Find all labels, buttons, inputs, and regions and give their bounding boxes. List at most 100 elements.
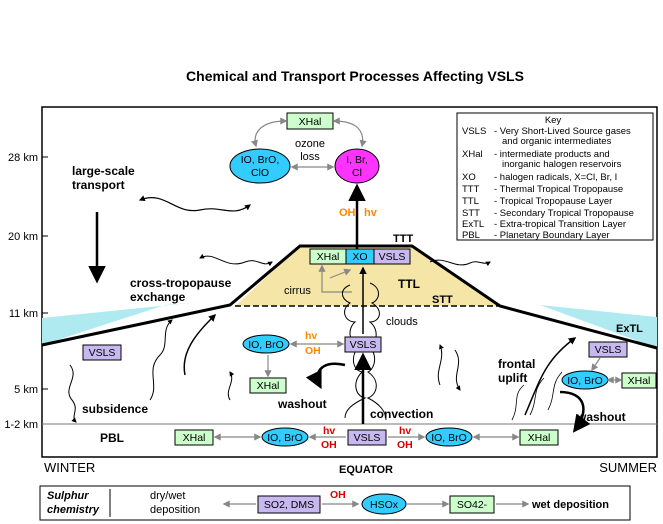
i-br-cl-ellipse (334, 148, 380, 184)
summer-label: SUMMER (599, 460, 657, 475)
xhal-label: XHal (317, 251, 340, 263)
io-bro-label: IO, BrO (267, 432, 303, 444)
key-abbr: TTL (462, 196, 479, 207)
extl-right (540, 305, 657, 348)
diagram-title: Chemical and Transport Processes Affecti… (186, 68, 524, 84)
ttl-cycle-arrow-2 (329, 268, 352, 279)
washout-label-center: washout (277, 397, 327, 411)
key-box (456, 112, 654, 241)
exchange-arrow-right (429, 259, 491, 267)
oh-label-pbl-left: OH (321, 439, 337, 451)
key-desc: - Very Short-Lived Source gases (494, 126, 631, 137)
key-desc: - halogen radicals, X=Cl, Br, I (494, 172, 617, 183)
so2-dms-box (257, 495, 321, 514)
wet-deposition-label: wet deposition (531, 499, 609, 511)
exchange-label: exchange (130, 290, 186, 304)
cross-tropopause-label: cross-tropopause (130, 276, 232, 290)
right-down-wavy-arrow (454, 349, 461, 391)
chemistry-title: chemistry (47, 504, 100, 516)
cirrus-label: cirrus (284, 285, 311, 297)
altitude-label: 20 km (8, 231, 38, 243)
key-abbr: VSLS (462, 126, 486, 137)
hv-label-pbl-right: hv (399, 425, 411, 437)
transport-label: transport (72, 178, 125, 192)
so4-label: SO42- (457, 499, 488, 511)
dry-wet-label: dry/wet (150, 490, 185, 502)
subsidence-label: subsidence (82, 402, 148, 416)
key-desc: - Secondary Tropical Tropopause (494, 208, 634, 219)
altitude-label: 11 km (9, 308, 38, 320)
large-scale-label: large-scale (72, 164, 135, 178)
clo-label: ClO (251, 167, 269, 179)
sulphur-title: Sulphur (47, 490, 89, 502)
vsls-box-right (588, 341, 628, 358)
io-bro-label: IO, BrO (248, 339, 284, 351)
xo-label: XO (352, 251, 367, 263)
vsls-label: VSLS (354, 432, 381, 444)
xhal-box-pbl-right (519, 429, 559, 446)
ozone-label: ozone (295, 138, 325, 150)
vsls-box-ttl (373, 248, 411, 265)
key-desc: - Tropical Tropopause Layer (494, 196, 612, 207)
convection-label: convection (370, 407, 433, 421)
vsls-label: VSLS (89, 347, 116, 359)
vsls-label: VSLS (379, 251, 406, 263)
pbl-label: PBL (100, 431, 124, 445)
subsidence-arrow (68, 364, 77, 423)
key-abbr: STT (462, 208, 480, 219)
sulphur-oh-label: OH (330, 489, 346, 501)
washout-arrow-center (305, 362, 346, 390)
hso-ellipse (361, 493, 407, 515)
key-desc: inorganic halogen reservoirs (502, 159, 622, 170)
oh-label-upper: OH (339, 207, 356, 219)
loss-label: loss (300, 151, 320, 163)
altitude-label: 5 km (14, 384, 38, 396)
oh-label-mid: OH (305, 345, 321, 357)
key-abbr: PBL (462, 230, 480, 241)
oh-label-pbl-right: OH (397, 439, 413, 451)
key-entries: VSLS - Very Short-Lived Source gases and… (462, 126, 634, 241)
altitude-label: 1-2 km (4, 419, 38, 431)
so2-dms-label: SO2, DMS (264, 499, 314, 511)
key-abbr: TTT (462, 184, 480, 195)
frontal-uplift-arrow (524, 337, 577, 416)
left-upward-wavy-arrow (149, 319, 173, 401)
deposition-label: deposition (150, 504, 200, 516)
key-desc: - intermediate products and (494, 149, 610, 160)
key-desc: - Planetary Boundary Layer (494, 230, 610, 241)
hv-label-upper: hv (364, 207, 378, 219)
vsls-label: VSLS (595, 344, 622, 356)
left-small-wavy-arrow (227, 371, 235, 401)
hv-label-mid: hv (305, 330, 317, 342)
xhal-box-pbl-left (174, 429, 214, 446)
io-bro-label: IO, BrO (567, 375, 603, 387)
extl-left (42, 302, 200, 345)
ttl-label: TTL (398, 277, 420, 291)
xhal-label: XHal (257, 380, 280, 392)
io-bro-clo-ellipse (229, 148, 291, 184)
key-abbr: ExTL (462, 219, 484, 230)
winter-label: WINTER (44, 460, 95, 475)
main-frame (41, 106, 658, 458)
left-uplift-arrow (183, 313, 217, 376)
right-down-arrow (591, 357, 601, 372)
clouds-label: clouds (386, 316, 418, 328)
xhal-label: XHal (628, 375, 651, 387)
right-small-wavy-arrow (437, 344, 444, 386)
xhal-radical-arrow (250, 117, 288, 148)
xhal-label: XHal (299, 116, 322, 128)
vsls-box-pbl (347, 429, 387, 446)
io-bro-label: IO, BrO (431, 432, 467, 444)
xhal-label: XHal (183, 432, 206, 444)
frontal-label: frontal (498, 357, 535, 371)
key-desc: - Thermal Tropical Tropopause (494, 184, 623, 195)
frontal-cloud-lines (511, 371, 563, 421)
wavy-transport-arrow (138, 195, 251, 212)
washout-label-right: washout (576, 410, 626, 424)
ttl-cycle-arrow (318, 264, 352, 293)
key-desc: and organic intermediates (502, 136, 612, 147)
cl-label: Cl (352, 167, 362, 179)
so4-box (449, 495, 495, 514)
xhal-source-arrow (332, 117, 367, 148)
key-abbr: XHal (462, 149, 483, 160)
